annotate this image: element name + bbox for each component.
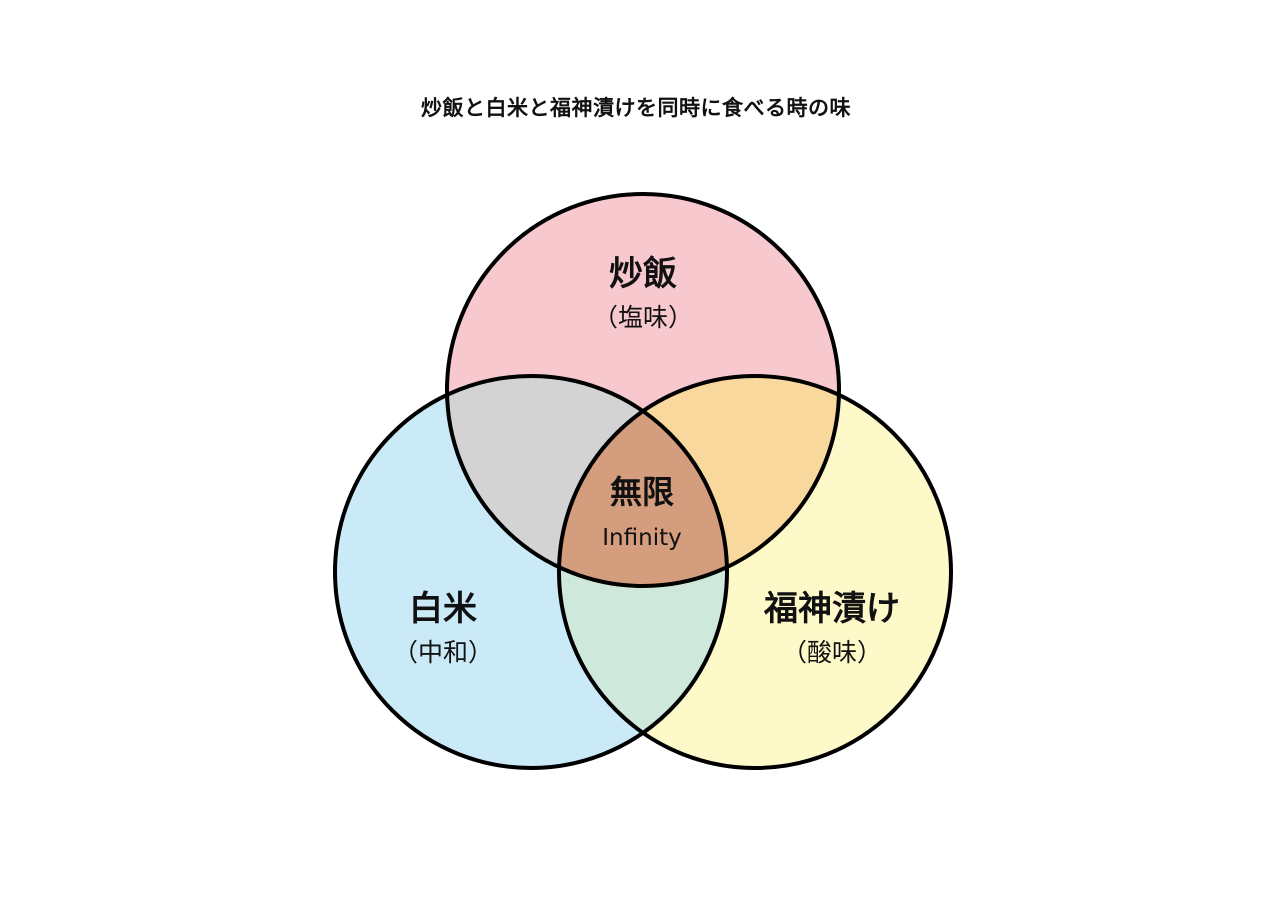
white-rice-outline [333, 374, 729, 770]
fukujinzuke-outline [557, 374, 953, 770]
fried-rice-label: 炒飯 [609, 254, 677, 294]
center-overlap [559, 376, 727, 586]
diagram-title: 炒飯と白米と福神漬けを同時に食べる時の味 [421, 96, 851, 120]
white-rice-sub-label: （中和） [393, 638, 493, 667]
white-rice-label: 白米 [409, 589, 477, 629]
fried-rice-sub-label: （塩味） [593, 303, 693, 332]
fukujinzuke-label: 福神漬け [763, 589, 900, 629]
fukujinzuke-sub-label: （酸味） [782, 638, 882, 667]
center-sub-label: Infinity [602, 525, 681, 551]
center-label: 無限 [610, 473, 674, 511]
fried-rice-outline [445, 192, 841, 588]
